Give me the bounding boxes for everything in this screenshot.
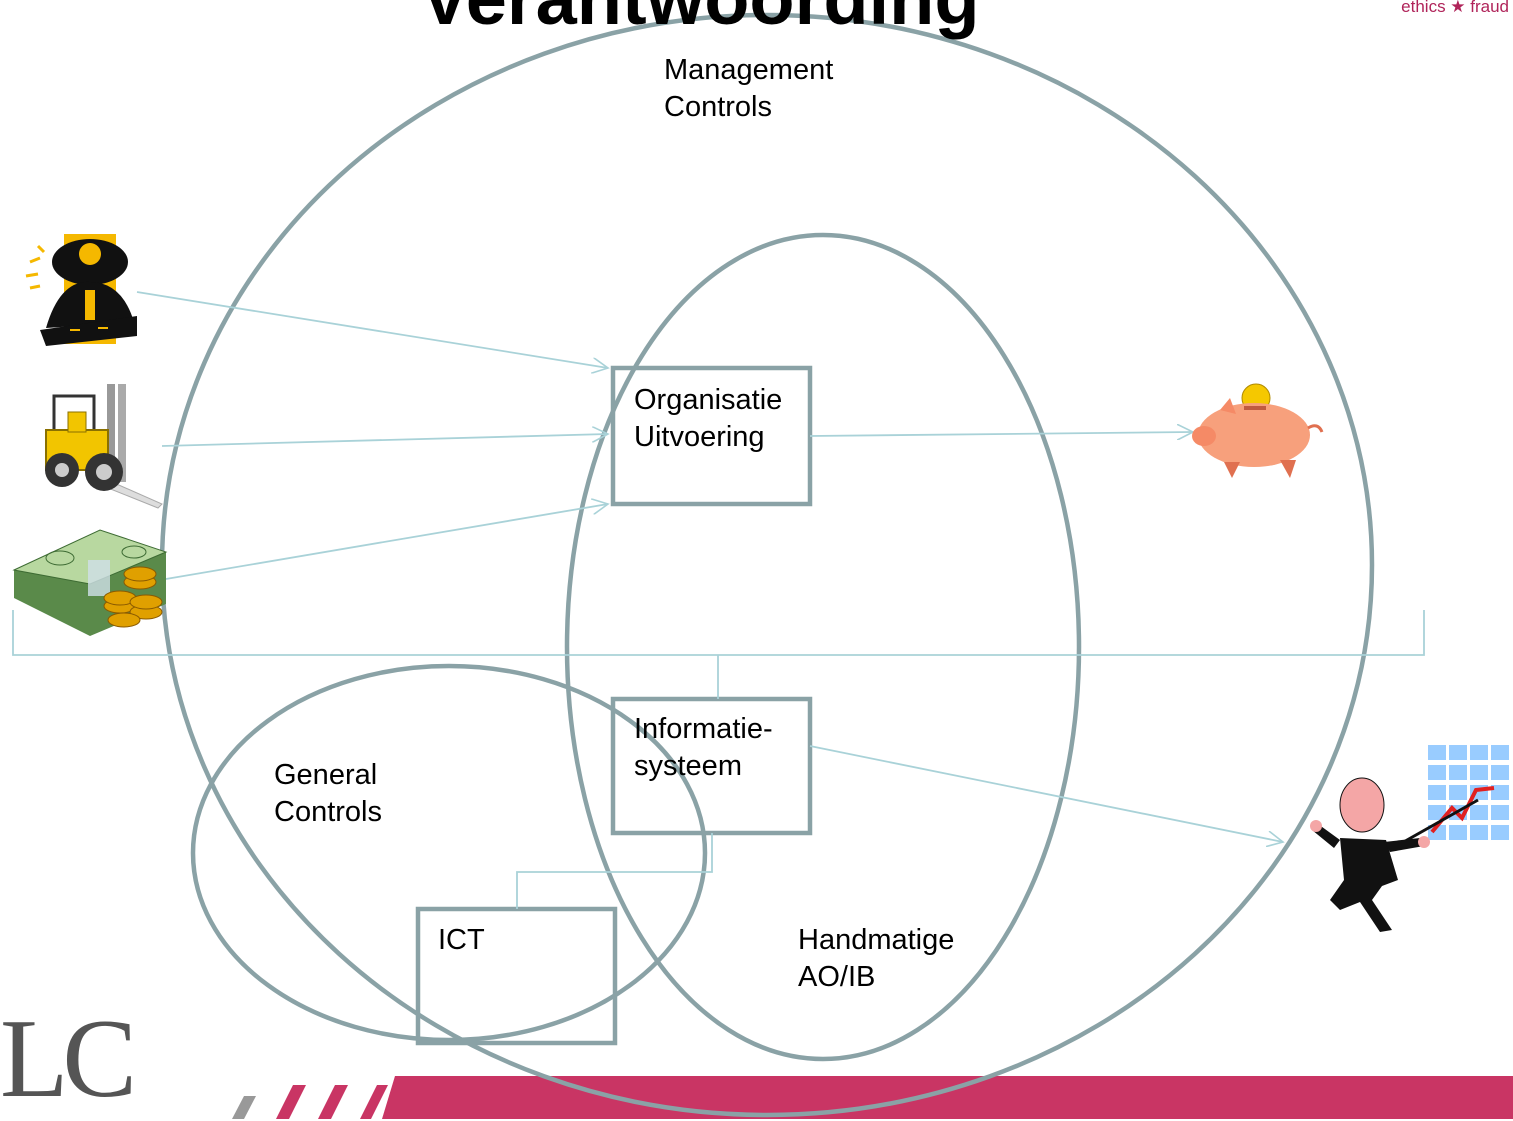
presenter-chart-clipart bbox=[1310, 745, 1509, 932]
handmatige-ao-ib-ellipse bbox=[564, 232, 1082, 1062]
arrow-worker-to-organisatie bbox=[136, 291, 608, 368]
footer-bar bbox=[232, 1076, 1513, 1119]
connector-lines bbox=[12, 610, 1425, 909]
ict-label: ICT bbox=[438, 924, 485, 956]
organisatie-label: Organisatie Uitvoering bbox=[634, 384, 783, 453]
arrow-forklift-to-organisatie bbox=[161, 434, 608, 447]
money-clipart bbox=[12, 529, 168, 636]
arrow-money-to-organisatie bbox=[159, 504, 608, 581]
flow-arrows bbox=[136, 291, 1283, 842]
arrow-informatie-to-presenter bbox=[809, 745, 1283, 842]
general-controls-label: General Controls bbox=[274, 759, 382, 828]
brand-tagline: ethics ★ fraud bbox=[1401, 0, 1509, 16]
management-controls-label: Management Controls bbox=[664, 54, 834, 123]
piggy-bank-clipart bbox=[1192, 383, 1324, 478]
handmatige-ao-ib-label: Handmatige AO/IB bbox=[798, 924, 955, 993]
slide-title: Verantwoording bbox=[310, 0, 1090, 36]
forklift-clipart bbox=[45, 384, 163, 509]
worker-clipart bbox=[25, 234, 137, 346]
informatiesysteem-label: Informatie- systeem bbox=[634, 713, 773, 782]
company-logo: LC bbox=[0, 997, 137, 1121]
arrow-organisatie-to-piggy bbox=[809, 432, 1193, 436]
general-controls-ellipse bbox=[190, 663, 708, 1043]
management-controls-ellipse bbox=[159, 12, 1375, 1118]
